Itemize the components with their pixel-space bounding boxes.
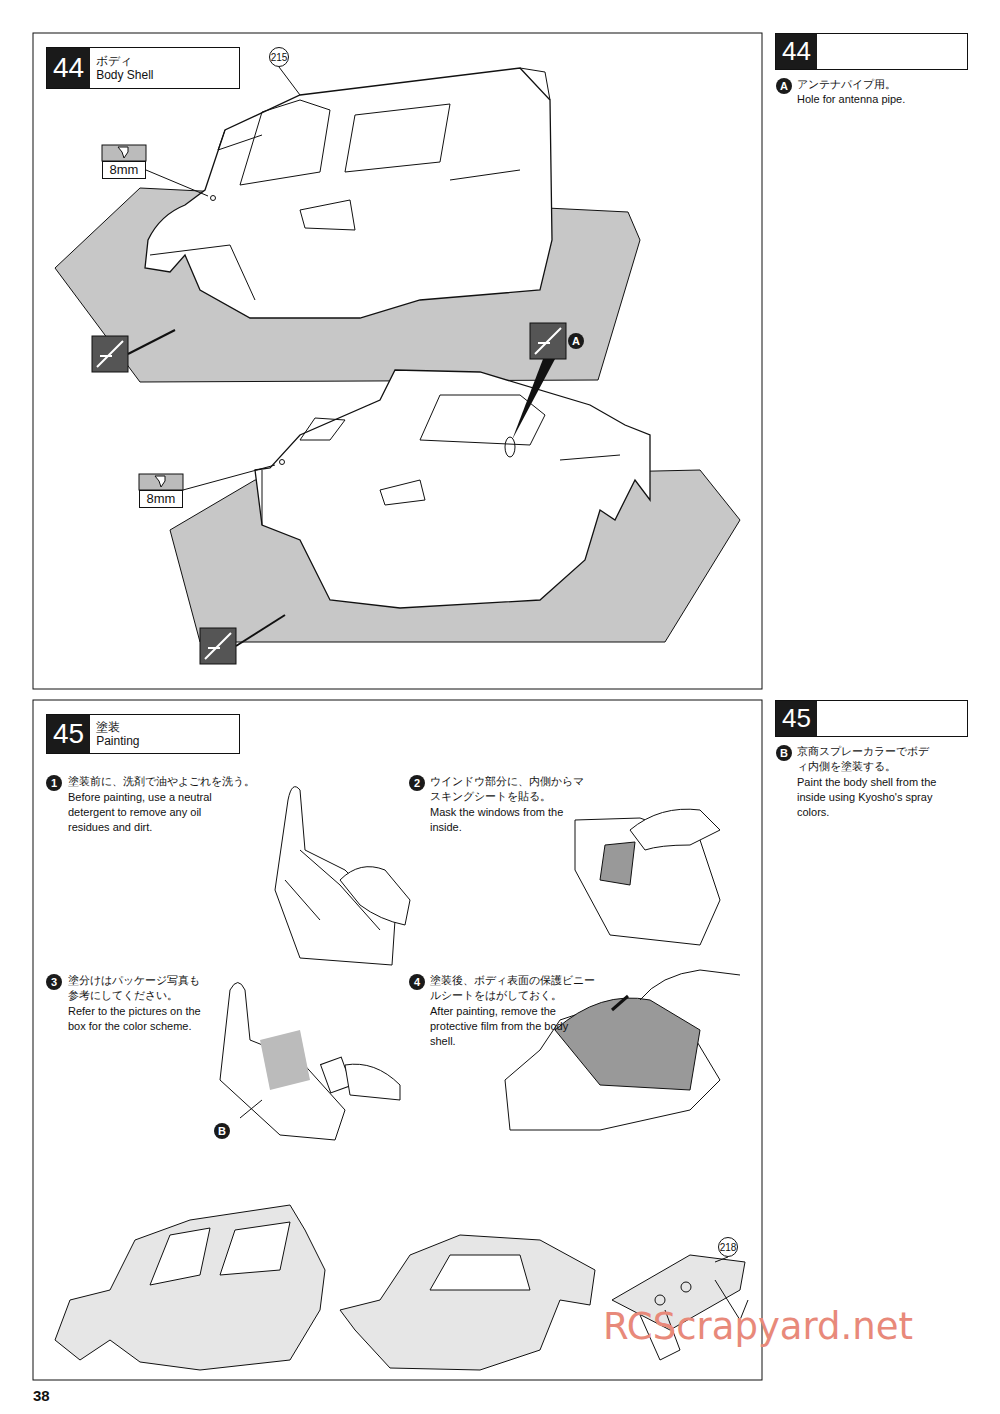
note-header: 45 <box>775 700 968 737</box>
step-number: 45 <box>47 715 90 753</box>
watermark: RCScrapyard.net <box>603 1305 913 1348</box>
step-title: ボディBody Shell <box>90 48 163 88</box>
instruction-text: 塗分けはパッケージ写真も参考にしてください。 <box>68 973 203 1003</box>
callout-letter: B <box>214 1123 230 1139</box>
step-header: 44ボディBody Shell <box>46 47 240 89</box>
step-title-text: ボディ <box>96 54 153 68</box>
note-text: 京商スプレーカラーでボディ内側を塗装する。 <box>797 744 937 774</box>
step-title-text: 塗装 <box>96 720 139 734</box>
step-title-text: Body Shell <box>96 68 153 82</box>
step-title-text: Painting <box>96 734 139 748</box>
note-text: Paint the body shell from the inside usi… <box>797 775 947 821</box>
step-header: 45塗装Painting <box>46 714 240 754</box>
callout-number: 215 <box>269 47 289 67</box>
callout-letter: A <box>776 78 792 94</box>
note-text: アンテナパイプ用。 <box>797 77 957 92</box>
step-number: 44 <box>47 48 90 88</box>
note-header: 44 <box>775 33 968 70</box>
step-bullet: 3 <box>46 974 62 990</box>
page-number: 38 <box>33 1387 50 1404</box>
instruction-text: ウインドウ部分に、内側からマスキングシートを貼る。 <box>430 774 590 804</box>
instruction-text: Mask the windows from the inside. <box>430 805 580 835</box>
instruction-text: 塗装前に、洗剤で油やよごれを洗う。 <box>68 774 283 789</box>
note-text: Hole for antenna pipe. <box>797 92 957 107</box>
step-bullet: 2 <box>409 775 425 791</box>
instruction-text: After painting, remove the protective fi… <box>430 1004 580 1050</box>
step-bullet: 1 <box>46 775 62 791</box>
callout-number: 218 <box>718 1237 738 1257</box>
drill-size: 8mm <box>139 490 183 508</box>
step-number: 44 <box>776 34 817 69</box>
step-title: 塗装Painting <box>90 715 149 753</box>
callout-letter: B <box>776 745 792 761</box>
instruction-text: Before painting, use a neutral detergent… <box>68 790 238 836</box>
instruction-text: 塗装後、ボディ表面の保護ビニールシートをはがしておく。 <box>430 973 605 1003</box>
step-number: 45 <box>776 701 817 736</box>
instruction-text: Refer to the pictures on the box for the… <box>68 1004 218 1034</box>
step-bullet: 4 <box>409 974 425 990</box>
callout-letter: A <box>568 333 584 349</box>
drill-size: 8mm <box>102 161 146 179</box>
